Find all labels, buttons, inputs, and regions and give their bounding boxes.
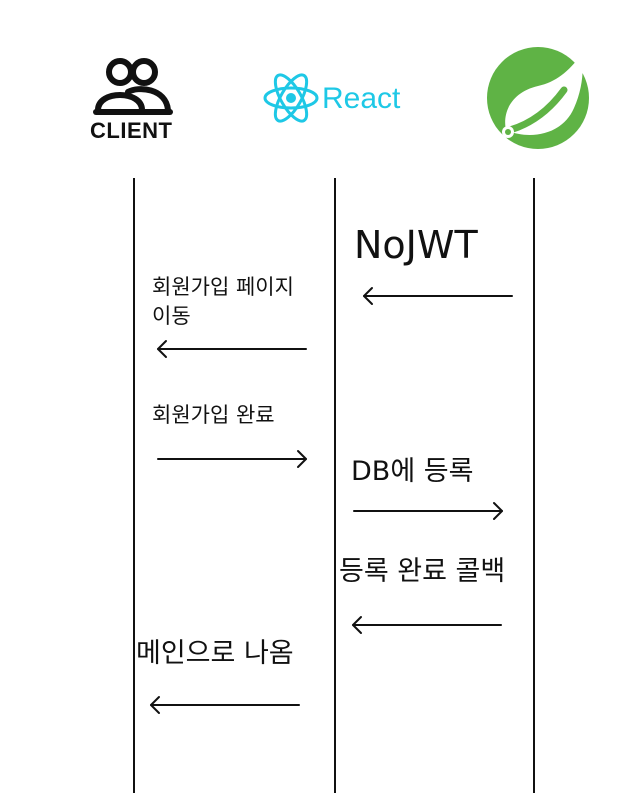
arrow-left: [157, 340, 307, 358]
message-label: DB에 등록: [351, 456, 474, 487]
client-participant: CLIENT: [88, 52, 180, 146]
react-lifeline: [334, 178, 336, 793]
message-label: 메인으로 나옴: [136, 638, 294, 669]
message-label: NoJWT: [354, 223, 478, 267]
arrow-right: [157, 450, 307, 468]
react-label: React: [322, 82, 401, 115]
arrow-left: [150, 696, 300, 714]
spring-lifeline: [533, 178, 535, 793]
users-icon: [93, 58, 173, 115]
react-atom-icon: [263, 73, 319, 123]
arrow-left: [363, 287, 513, 305]
client-lifeline: [133, 178, 135, 793]
arrow-right: [353, 502, 503, 520]
message-label: 회원가입 완료: [152, 403, 275, 427]
message-label: 회원가입 페이지 이동: [152, 275, 294, 328]
client-label: CLIENT: [90, 118, 173, 143]
message-label: 등록 완료 콜백: [339, 556, 506, 587]
spring-leaf-icon: [487, 47, 589, 149]
react-participant: React: [262, 70, 412, 130]
arrow-left: [352, 616, 502, 634]
